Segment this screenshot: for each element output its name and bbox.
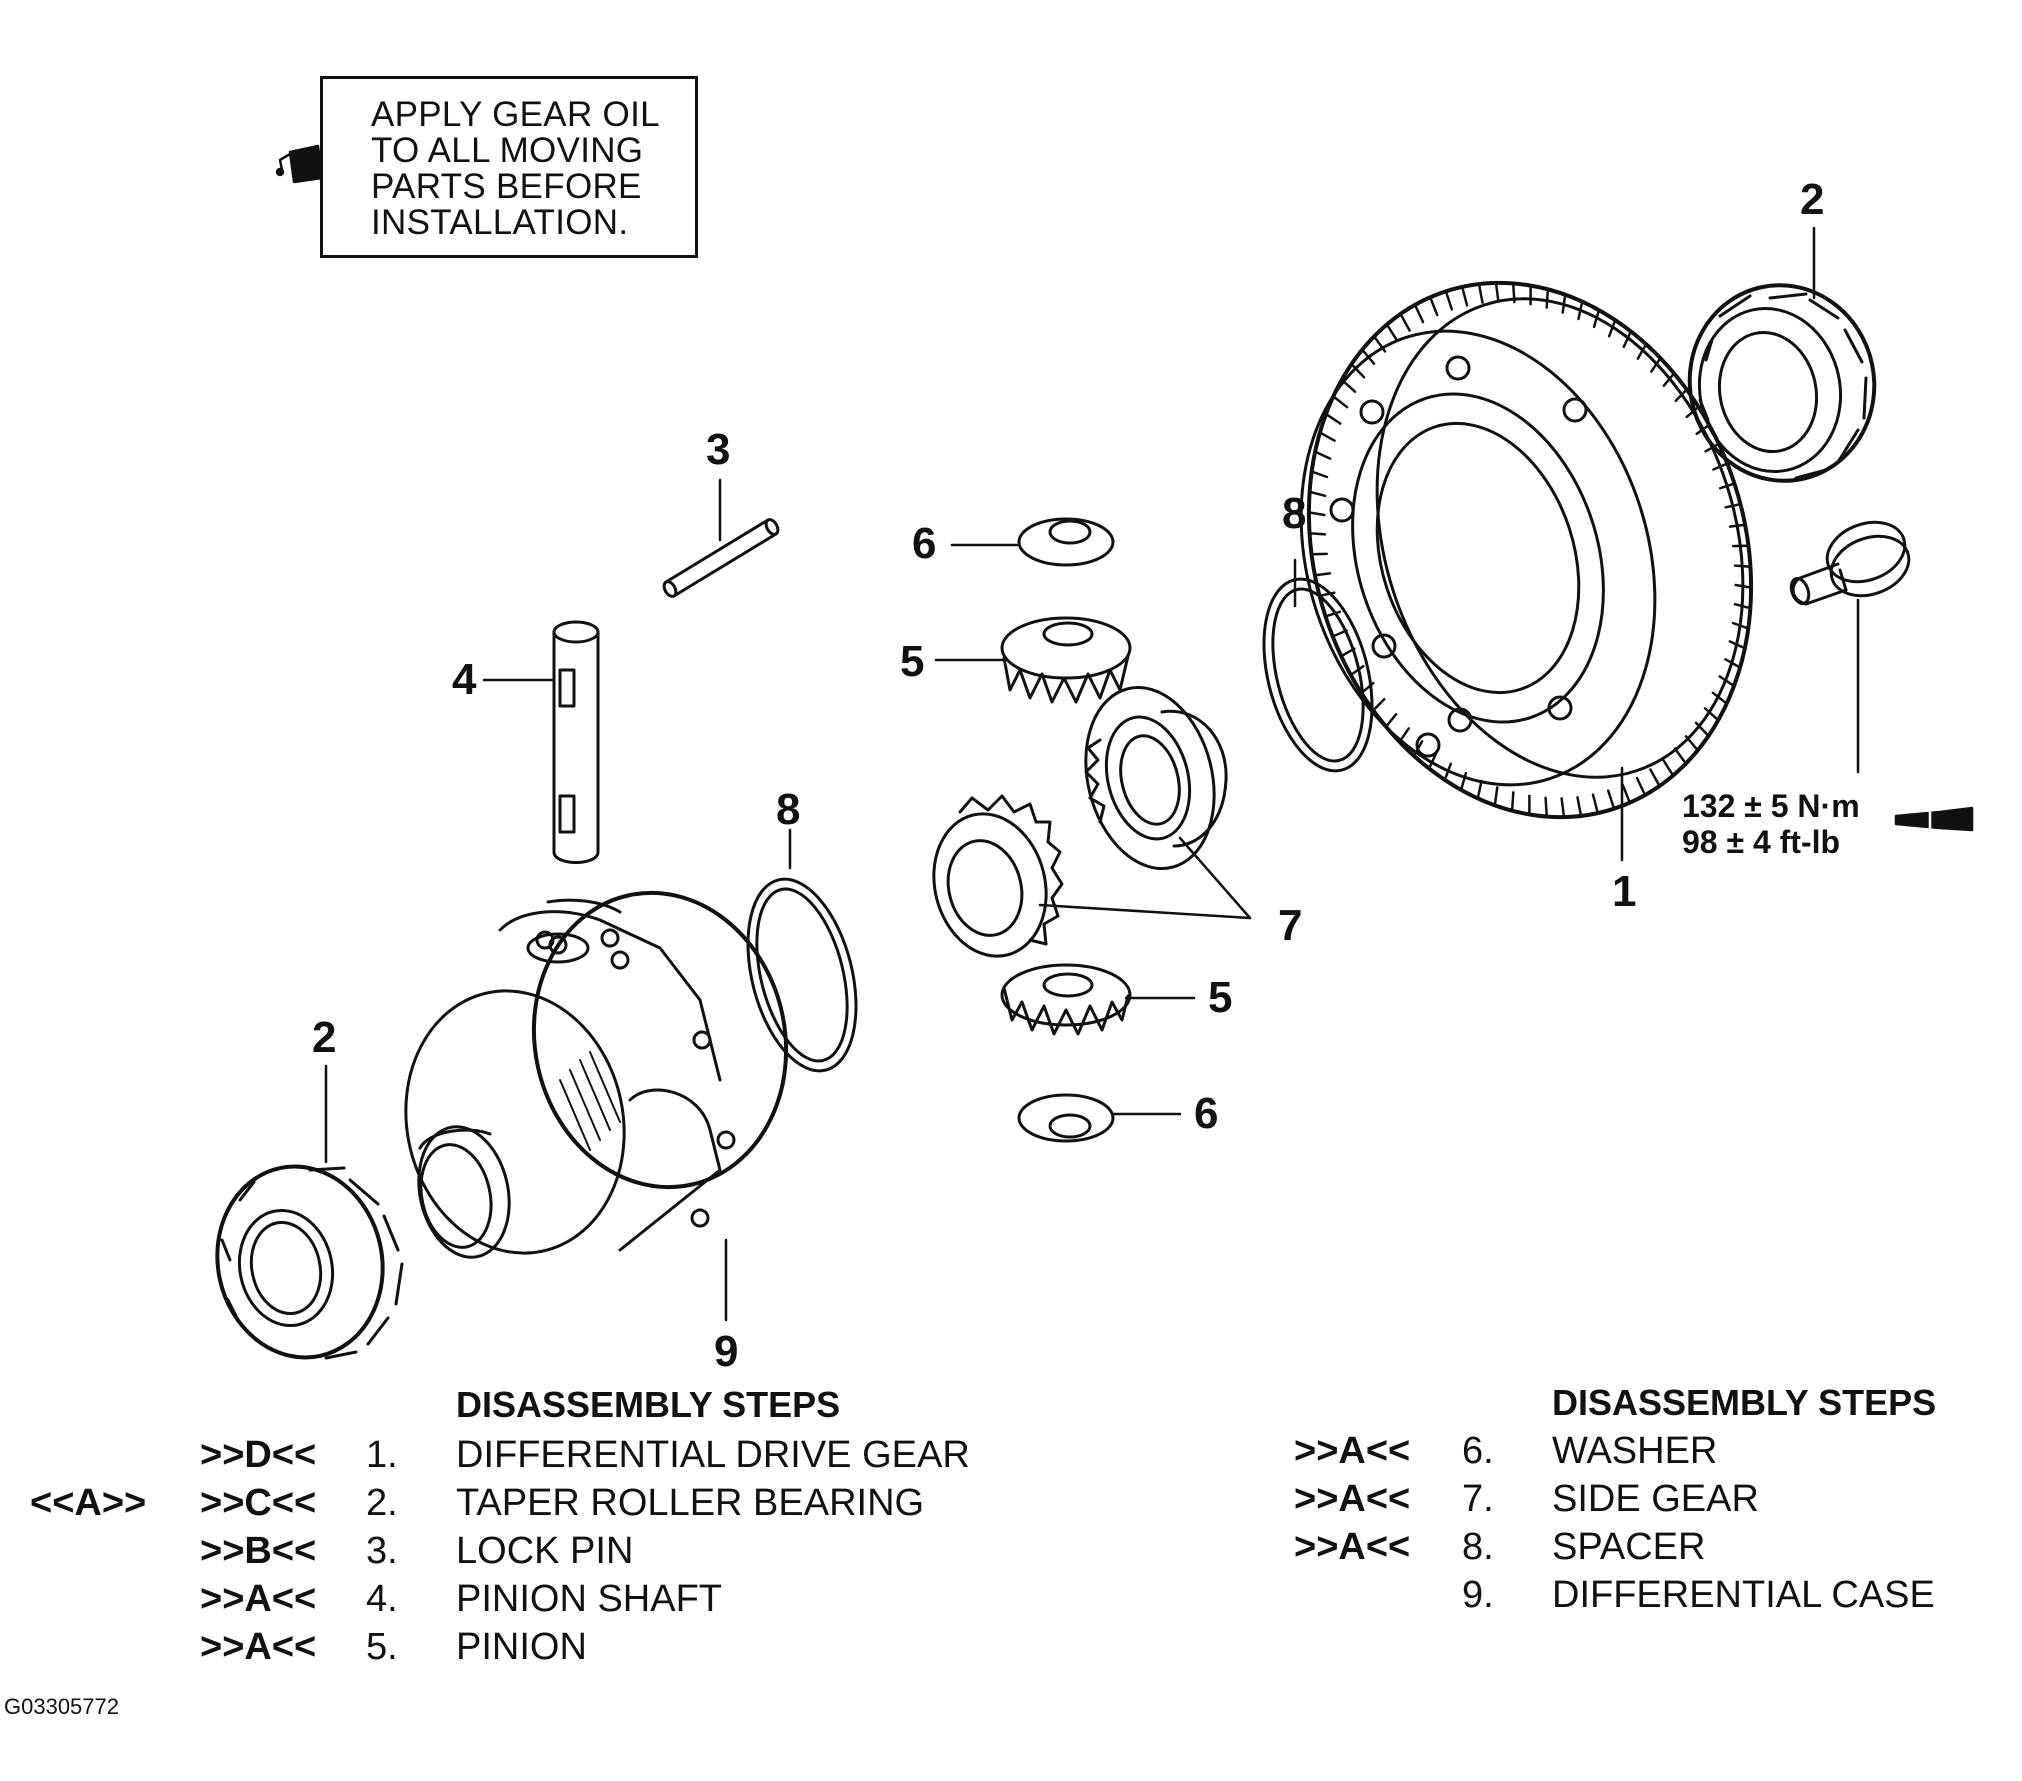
side-gear-lower-part — [932, 794, 1064, 958]
bearing-right-part — [1687, 283, 1877, 483]
step-number: 9. — [1462, 1574, 1494, 1616]
step-ref: >>C<< — [200, 1482, 317, 1524]
spacer-left-part — [746, 877, 858, 1073]
callout-6-top: 6 — [912, 519, 937, 568]
torque-wrench-icon — [1894, 806, 1974, 832]
callout-5-top: 5 — [900, 637, 925, 686]
note-line: APPLY GEAR OIL — [371, 95, 660, 134]
step-number: 6. — [1462, 1430, 1494, 1472]
step-row: >>A<< 4. PINION SHAFT — [0, 1578, 1100, 1626]
callout-2-left: 2 — [312, 1013, 337, 1062]
gear-oil-note-text: APPLY GEAR OIL TO ALL MOVING PARTS BEFOR… — [371, 97, 660, 241]
step-ref: >>A<< — [200, 1578, 317, 1620]
step-name: SPACER — [1552, 1526, 1706, 1568]
callout-1: 1 — [1612, 867, 1637, 916]
callout-8-right: 8 — [1282, 489, 1307, 538]
step-name: DIFFERENTIAL DRIVE GEAR — [456, 1434, 970, 1476]
step-ref: >>A<< — [1294, 1478, 1411, 1520]
step-name: PINION SHAFT — [456, 1578, 723, 1620]
figure-id: G03305772 — [4, 1694, 119, 1719]
step-name: LOCK PIN — [456, 1530, 634, 1572]
step-row: >>A<< 8. SPACER — [1290, 1526, 2010, 1574]
step-number: 7. — [1462, 1478, 1494, 1520]
pinion-bottom-part — [1000, 963, 1132, 1036]
step-ref: >>A<< — [1294, 1430, 1411, 1472]
callout-4: 4 — [452, 655, 477, 704]
gear-teeth — [1307, 281, 1753, 819]
step-name: TAPER ROLLER BEARING — [456, 1482, 925, 1524]
callout-6-bottom: 6 — [1194, 1089, 1219, 1138]
step-row: >>A<< 6. WASHER — [1290, 1430, 2010, 1478]
step-row: 9. DIFFERENTIAL CASE — [1290, 1574, 2010, 1622]
torque-imperial: 98 ± 4 ft-lb — [1682, 824, 1841, 860]
washer-bottom-part — [1017, 1093, 1115, 1143]
lock-pin-part — [662, 518, 780, 598]
bolt-part — [1789, 520, 1911, 606]
step-row: >>A<< 7. SIDE GEAR — [1290, 1478, 2010, 1526]
step-name: PINION — [456, 1626, 587, 1668]
callout-2-right: 2 — [1800, 175, 1825, 224]
steps-left-heading: DISASSEMBLY STEPS — [456, 1384, 841, 1425]
callout-7: 7 — [1278, 901, 1303, 950]
step-number: 4. — [366, 1578, 398, 1620]
step-row: <<A>> >>C<< 2. TAPER ROLLER BEARING — [0, 1482, 1100, 1530]
torque-spec: 132 ± 5 N·m 98 ± 4 ft-lb — [1682, 788, 1860, 860]
callout-3: 3 — [706, 425, 731, 474]
note-line: TO ALL MOVING — [371, 131, 644, 170]
step-name: SIDE GEAR — [1552, 1478, 1759, 1520]
step-ref: >>A<< — [200, 1626, 317, 1668]
step-number: 2. — [366, 1482, 398, 1524]
callout-9: 9 — [714, 1327, 739, 1376]
step-name: DIFFERENTIAL CASE — [1552, 1574, 1935, 1616]
torque-metric: 132 ± 5 N·m — [1682, 788, 1860, 824]
step-row: >>B<< 3. LOCK PIN — [0, 1530, 1100, 1578]
step-ref: >>B<< — [200, 1530, 317, 1572]
step-name: WASHER — [1552, 1430, 1718, 1472]
differential-case-part — [404, 890, 789, 1259]
step-number: 8. — [1462, 1526, 1494, 1568]
note-line: PARTS BEFORE — [371, 167, 642, 206]
step-ref: >>A<< — [1294, 1526, 1411, 1568]
spacer-right-part — [1262, 577, 1374, 773]
bearing-left-part — [215, 1164, 404, 1360]
pinion-top-part — [1000, 616, 1132, 704]
step-number: 5. — [366, 1626, 398, 1668]
step-row: >>A<< 5. PINION — [0, 1626, 1100, 1674]
gear-oil-note: APPLY GEAR OIL TO ALL MOVING PARTS BEFOR… — [320, 76, 698, 258]
side-gear-upper-part — [1084, 685, 1228, 871]
pinion-shaft-part — [552, 620, 600, 864]
callout-5-bottom: 5 — [1208, 973, 1233, 1022]
step-row: >>D<< 1. DIFFERENTIAL DRIVE GEAR — [0, 1434, 1100, 1482]
step-ref: >>D<< — [200, 1434, 317, 1476]
washer-top-part — [1017, 517, 1115, 567]
steps-right-heading: DISASSEMBLY STEPS — [1552, 1382, 1937, 1423]
leader-lines — [324, 226, 1860, 1322]
drive-gear-part — [1299, 280, 1754, 820]
step-number: 1. — [366, 1434, 398, 1476]
callout-8-left: 8 — [776, 785, 801, 834]
step-pre: <<A>> — [30, 1482, 147, 1524]
note-line: INSTALLATION. — [371, 203, 629, 242]
step-number: 3. — [366, 1530, 398, 1572]
